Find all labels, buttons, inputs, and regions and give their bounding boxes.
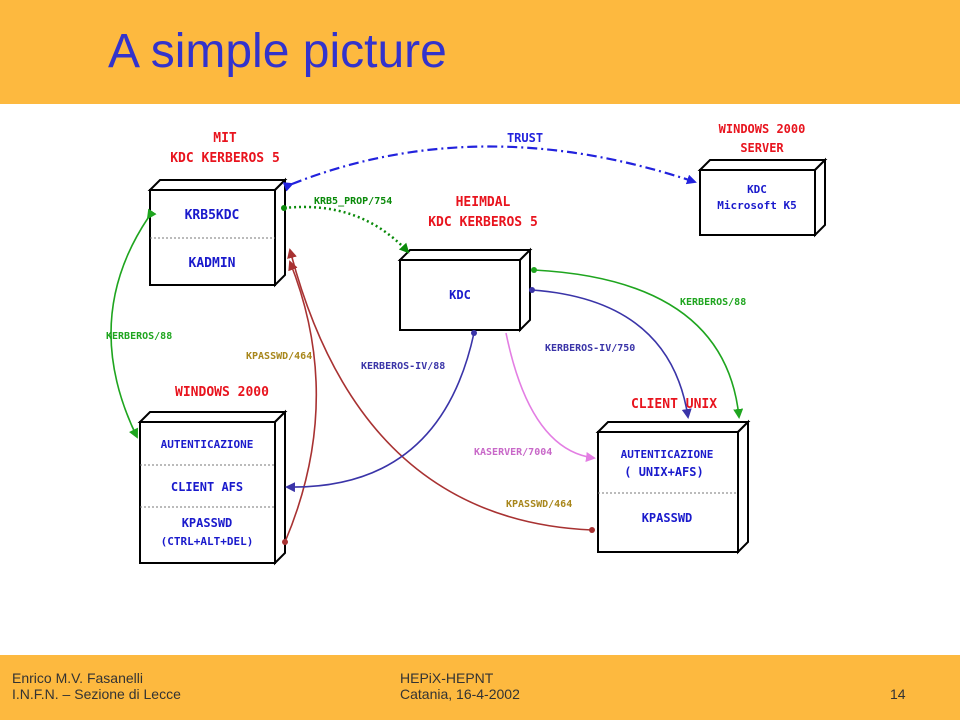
krb5-prop-connector: [283, 205, 410, 254]
heimdal-heading-line2: KDC KERBEROS 5: [428, 215, 538, 230]
win2000-autenticazione-label: AUTENTICAZIONE: [161, 438, 254, 451]
kerberos-iv88-connector: [285, 332, 475, 493]
win2000-server-box: [697, 157, 828, 238]
kerberos88-right-connector: [533, 269, 744, 419]
kerberos-iv750-connector: [531, 289, 692, 419]
kerberos88-right-label: KERBEROS/88: [680, 297, 746, 308]
win2000-server-kdc-label: KDC: [747, 183, 767, 196]
page-number: 14: [890, 686, 906, 702]
title-bar: [0, 0, 960, 104]
kaserver7004-label: KASERVER/7004: [474, 447, 552, 458]
kpasswd464-right-label: KPASSWD/464: [506, 499, 572, 510]
unix-unix-afs-label: ( UNIX+AFS): [624, 465, 703, 479]
kpasswd464-left-connector: [284, 260, 318, 543]
win2000-client-box: [137, 409, 288, 566]
client-unix-heading: CLIENT UNIX: [631, 397, 717, 412]
win2000-kpasswd-label: KPASSWD: [182, 516, 233, 530]
win2000-server-microsoft-k5-label: Microsoft K5: [717, 199, 796, 212]
heimdal-kdc-box: [397, 247, 533, 333]
footer-author: Enrico M.V. Fasanelli: [12, 670, 143, 686]
win2000-server-heading-line1: WINDOWS 2000: [719, 122, 806, 136]
win2000-heading: WINDOWS 2000: [175, 385, 269, 400]
footer-event: HEPiX-HEPNT: [400, 670, 494, 686]
footer-place-date: Catania, 16-4-2002: [400, 686, 520, 702]
win2000-client-afs-label: CLIENT AFS: [171, 480, 243, 494]
mit-heading-line1: MIT: [213, 131, 237, 146]
heimdal-kdc-label: KDC: [449, 288, 471, 302]
footer-bar: [0, 655, 960, 720]
unix-kpasswd-label: KPASSWD: [642, 511, 693, 525]
mit-kdc-box: [147, 177, 288, 288]
kpasswd464-right-connector: [287, 248, 593, 531]
win2000-server-heading-line2: SERVER: [740, 141, 784, 155]
mit-krb5kdc-label: KRB5KDC: [185, 208, 240, 223]
win2000-ctrl-alt-del-label: (CTRL+ALT+DEL): [161, 535, 254, 548]
client-unix-box: [595, 419, 751, 555]
trust-label: TRUST: [507, 131, 543, 145]
footer-institution: I.N.F.N. – Sezione di Lecce: [12, 686, 181, 702]
slide-title: A simple picture: [108, 25, 447, 78]
kerberos-iv88-label: KERBEROS-IV/88: [361, 361, 445, 372]
krb5-prop-label: KRB5_PROP/754: [314, 196, 392, 207]
kerberos88-left-connector: [110, 208, 157, 439]
trust-connector: [282, 145, 697, 192]
kerberos88-left-label: KERBEROS/88: [106, 331, 172, 342]
heimdal-heading-line1: HEIMDAL: [456, 195, 511, 210]
kpasswd464-left-label: KPASSWD/464: [246, 351, 312, 362]
kaserver7004-connector: [505, 332, 596, 462]
kerberos-iv750-label: KERBEROS-IV/750: [545, 343, 635, 354]
mit-kadmin-label: KADMIN: [189, 256, 236, 271]
unix-autenticazione-label: AUTENTICAZIONE: [621, 448, 714, 461]
mit-heading-line2: KDC KERBEROS 5: [170, 151, 280, 166]
